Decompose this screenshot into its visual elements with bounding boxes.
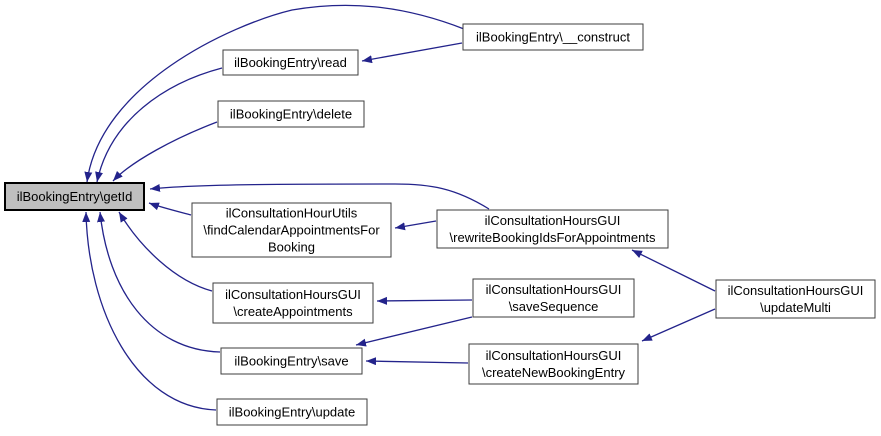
node-label-findCalendarAppointmentsForBooking-line0: ilConsultationHourUtils (226, 206, 358, 221)
edge-rewriteBookingIdsForAppointments-to-getId (149, 183, 490, 210)
node-box-findCalendarAppointmentsForBooking[interactable] (191, 202, 392, 258)
edge-delete-to-getId (112, 121, 218, 182)
edge-updateMulti-to-createNewBookingEntry (641, 308, 716, 342)
edge-saveSequence-to-createAppointments (376, 296, 473, 305)
node-box-construct[interactable] (462, 23, 644, 51)
node-label-createNewBookingEntry-line1: \createNewBookingEntry (482, 365, 626, 380)
node-box-getId (4, 182, 145, 211)
node-box-createNewBookingEntry[interactable] (468, 343, 639, 385)
node-delete[interactable]: ilBookingEntry\delete (217, 100, 365, 128)
edge-createAppointments-to-getId (118, 211, 213, 292)
node-label-updateMulti-line1: \updateMulti (760, 300, 831, 315)
edge-construct-to-read (361, 42, 463, 64)
node-findCalendarAppointmentsForBooking[interactable]: ilConsultationHourUtils \findCalendarAppo… (191, 202, 392, 258)
node-label-rewriteBookingIdsForAppointments-line1: \rewriteBookingIdsForAppointments (450, 230, 656, 245)
edge-read-to-getId (95, 67, 223, 183)
edge-createNewBookingEntry-to-save (365, 357, 469, 366)
node-label-saveSequence-line1: \saveSequence (509, 299, 599, 314)
nodes-layer: ilBookingEntry\getId ilBookingEntry\__con… (4, 23, 876, 426)
node-label-getId-line0: ilBookingEntry\getId (17, 189, 133, 204)
node-label-saveSequence-line0: ilConsultationHoursGUI (486, 282, 622, 297)
node-label-save-line0: ilBookingEntry\save (234, 354, 348, 369)
node-rewriteBookingIdsForAppointments[interactable]: ilConsultationHoursGUI \rewriteBookingIds… (436, 209, 669, 249)
node-box-save[interactable] (220, 347, 363, 375)
edge-construct-to-getId (84, 4, 465, 183)
node-read[interactable]: ilBookingEntry\read (222, 49, 359, 76)
node-label-createNewBookingEntry-line0: ilConsultationHoursGUI (486, 348, 622, 363)
node-box-saveSequence[interactable] (472, 278, 635, 318)
node-getId: ilBookingEntry\getId (4, 182, 145, 211)
node-updateMulti[interactable]: ilConsultationHoursGUI \updateMulti (715, 279, 876, 319)
node-label-update-line0: ilBookingEntry\update (229, 405, 355, 420)
node-label-findCalendarAppointmentsForBooking-line1: \findCalendarAppointmentsFor (203, 223, 380, 238)
node-box-createAppointments[interactable] (212, 282, 374, 324)
node-label-construct-line0: ilBookingEntry\__construct (476, 30, 630, 45)
edge-rewriteBookingIdsForAppointments-to-findCalendarAppointmentsForBooking (394, 220, 437, 231)
node-label-createAppointments-line1: \createAppointments (233, 304, 353, 319)
node-box-updateMulti[interactable] (715, 279, 876, 319)
edge-saveSequence-to-save (355, 316, 473, 347)
edge-findCalendarAppointmentsForBooking-to-getId (148, 202, 192, 216)
edge-update-to-getId (82, 211, 217, 411)
edge-save-to-getId (97, 211, 221, 353)
node-label-createAppointments-line0: ilConsultationHoursGUI (225, 287, 361, 302)
node-label-updateMulti-line0: ilConsultationHoursGUI (728, 283, 864, 298)
node-saveSequence[interactable]: ilConsultationHoursGUI \saveSequence (472, 278, 635, 318)
edge-updateMulti-to-rewriteBookingIdsForAppointments (631, 249, 716, 292)
node-construct[interactable]: ilBookingEntry\__construct (462, 23, 644, 51)
node-box-delete[interactable] (217, 100, 365, 128)
node-label-findCalendarAppointmentsForBooking-line2: Booking (268, 240, 315, 255)
node-box-rewriteBookingIdsForAppointments[interactable] (436, 209, 669, 249)
node-label-read-line0: ilBookingEntry\read (234, 55, 347, 70)
node-save[interactable]: ilBookingEntry\save (220, 347, 363, 375)
node-createNewBookingEntry[interactable]: ilConsultationHoursGUI \createNewBookingE… (468, 343, 639, 385)
node-createAppointments[interactable]: ilConsultationHoursGUI \createAppointment… (212, 282, 374, 324)
node-label-delete-line0: ilBookingEntry\delete (230, 107, 352, 122)
node-box-read[interactable] (222, 49, 359, 76)
node-label-rewriteBookingIdsForAppointments-line0: ilConsultationHoursGUI (485, 213, 621, 228)
node-box-update[interactable] (216, 398, 368, 426)
edges-layer (82, 4, 716, 411)
node-update[interactable]: ilBookingEntry\update (216, 398, 368, 426)
